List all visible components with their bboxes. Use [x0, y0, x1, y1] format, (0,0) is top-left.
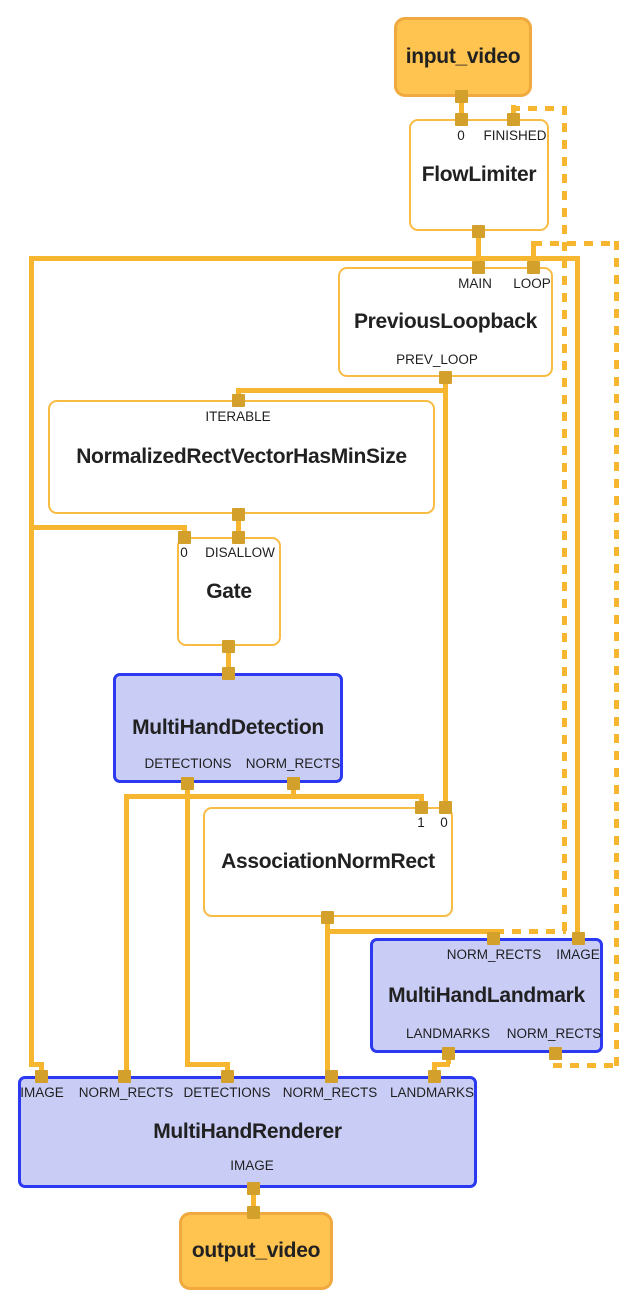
port-detection-normrects	[287, 777, 300, 790]
backedge-finished-bottom	[495, 929, 566, 934]
port-label-association-1: 1	[417, 815, 425, 830]
port-outputvideo-in	[247, 1206, 260, 1219]
node-input-video[interactable]: input_video	[394, 17, 532, 97]
port-label-renderer-landmarks: LANDMARKS	[389, 1085, 475, 1100]
port-loopback-loop	[527, 261, 540, 274]
edge-minsize-to-disallow	[236, 512, 241, 539]
edge-handrects-to-renderer	[325, 915, 330, 1078]
port-detection-detections	[181, 777, 194, 790]
port-landmark-normrects-out	[549, 1047, 562, 1060]
port-gate-out	[222, 640, 235, 653]
node-multi-hand-landmark[interactable]: MultiHandLandmark	[370, 938, 603, 1053]
node-multi-hand-renderer-title: MultiHandRenderer	[153, 1120, 342, 1143]
node-previous-loopback[interactable]: PreviousLoopback	[338, 267, 553, 377]
port-label-renderer-image-out: IMAGE	[230, 1158, 274, 1173]
port-label-renderer-normrects2: NORM_RECTS	[282, 1085, 378, 1100]
port-inputvideo-out	[455, 90, 468, 103]
edge-inputvideo-to-flowlimiter	[459, 96, 464, 122]
port-label-loopback-loop: LOOP	[513, 276, 551, 291]
backedge-finished-vertical	[562, 106, 567, 931]
port-label-renderer-detections: DETECTIONS	[183, 1085, 271, 1100]
node-output-video-title: output_video	[191, 1239, 321, 1262]
port-flowlimiter-finished	[507, 113, 520, 126]
port-label-detection-normrects: NORM_RECTS	[245, 756, 341, 771]
node-multi-hand-detection-title: MultiHandDetection	[132, 716, 324, 739]
port-label-landmark-normrects-in: NORM_RECTS	[446, 947, 542, 962]
node-multi-hand-landmark-title: MultiHandLandmark	[388, 983, 585, 1007]
port-flowlimiter-0	[455, 113, 468, 126]
node-flow-limiter-title: FlowLimiter	[421, 163, 537, 186]
port-label-gate-disallow: DISALLOW	[205, 545, 275, 560]
port-label-detection-detections: DETECTIONS	[144, 756, 232, 771]
port-minsize-iterable	[232, 394, 245, 407]
port-renderer-normrects2	[325, 1070, 338, 1083]
node-gate[interactable]: Gate	[177, 537, 281, 646]
node-previous-loopback-title: PreviousLoopback	[353, 310, 538, 333]
port-label-gate-0: 0	[180, 545, 188, 560]
port-renderer-normrects1	[118, 1070, 131, 1083]
edge-prevloop-to-association	[443, 377, 448, 809]
port-flowlimiter-out	[472, 225, 485, 238]
edge-throttled-video-horizontal	[29, 256, 579, 261]
backedge-loop-bottom	[553, 1063, 618, 1068]
port-gate-0	[178, 531, 191, 544]
port-detection-in	[222, 667, 235, 680]
port-association-1	[415, 801, 428, 814]
port-landmark-normrects-in	[487, 932, 500, 945]
port-landmark-landmarks-out	[442, 1047, 455, 1060]
edge-gate-to-detection	[226, 644, 231, 675]
port-renderer-image-in	[35, 1070, 48, 1083]
edge-landmarks-jog	[432, 1062, 450, 1067]
edge-renderer-to-outputvideo	[251, 1186, 256, 1214]
port-gate-disallow	[232, 531, 245, 544]
edge-flowlimiter-to-main	[476, 231, 481, 269]
port-label-flowlimiter-finished: FINISHED	[483, 128, 547, 143]
backedge-loop-top	[533, 241, 618, 246]
port-renderer-detections	[221, 1070, 234, 1083]
edge-prevloop-to-iterable	[236, 388, 447, 393]
edge-palmrects-to-renderer	[124, 794, 129, 1078]
port-label-renderer-image-in: IMAGE	[20, 1085, 64, 1100]
edge-throttled-video-to-gate	[29, 525, 186, 530]
port-label-landmark-normrects-out: NORM_RECTS	[506, 1026, 602, 1041]
node-input-video-title: input_video	[405, 45, 521, 68]
edge-detections-jog	[185, 1062, 229, 1067]
edge-loop-approach	[531, 241, 536, 269]
node-gate-title: Gate	[206, 579, 252, 603]
port-renderer-image-out	[247, 1182, 260, 1195]
node-normalized-rect-title: NormalizedRectVectorHasMinSize	[76, 445, 407, 468]
port-label-loopback-main: MAIN	[458, 276, 492, 291]
port-landmark-image-in	[572, 932, 585, 945]
port-loopback-main	[472, 261, 485, 274]
edge-detections-vertical	[185, 781, 190, 1064]
edge-handrects-horizontal	[325, 929, 495, 934]
port-loopback-prevloop	[439, 371, 452, 384]
edge-throttled-video-left-vertical	[29, 256, 34, 1064]
node-output-video[interactable]: output_video	[179, 1212, 333, 1290]
edge-palmrects-horizontal	[124, 794, 423, 799]
backedge-loop-vertical	[614, 241, 619, 1067]
edge-throttled-video-right-vertical	[575, 256, 580, 940]
port-renderer-landmarks	[428, 1070, 441, 1083]
node-association-norm-rect[interactable]: AssociationNormRect	[203, 807, 453, 917]
port-label-landmark-image-in: IMAGE	[556, 947, 600, 962]
port-label-association-0: 0	[440, 815, 448, 830]
port-association-out	[321, 911, 334, 924]
node-association-norm-rect-title: AssociationNormRect	[221, 850, 435, 873]
port-minsize-out	[232, 508, 245, 521]
port-label-renderer-normrects1: NORM_RECTS	[78, 1085, 174, 1100]
port-label-loopback-prevloop: PREV_LOOP	[396, 352, 478, 367]
port-label-landmark-landmarks-out: LANDMARKS	[405, 1026, 491, 1041]
backedge-finished-top	[511, 106, 566, 111]
port-label-minsize-iterable: ITERABLE	[205, 409, 271, 424]
edge-image-jog	[29, 1062, 43, 1067]
node-multi-hand-renderer[interactable]: MultiHandRenderer	[18, 1076, 477, 1188]
port-association-0	[439, 801, 452, 814]
port-label-flowlimiter-0: 0	[457, 128, 465, 143]
